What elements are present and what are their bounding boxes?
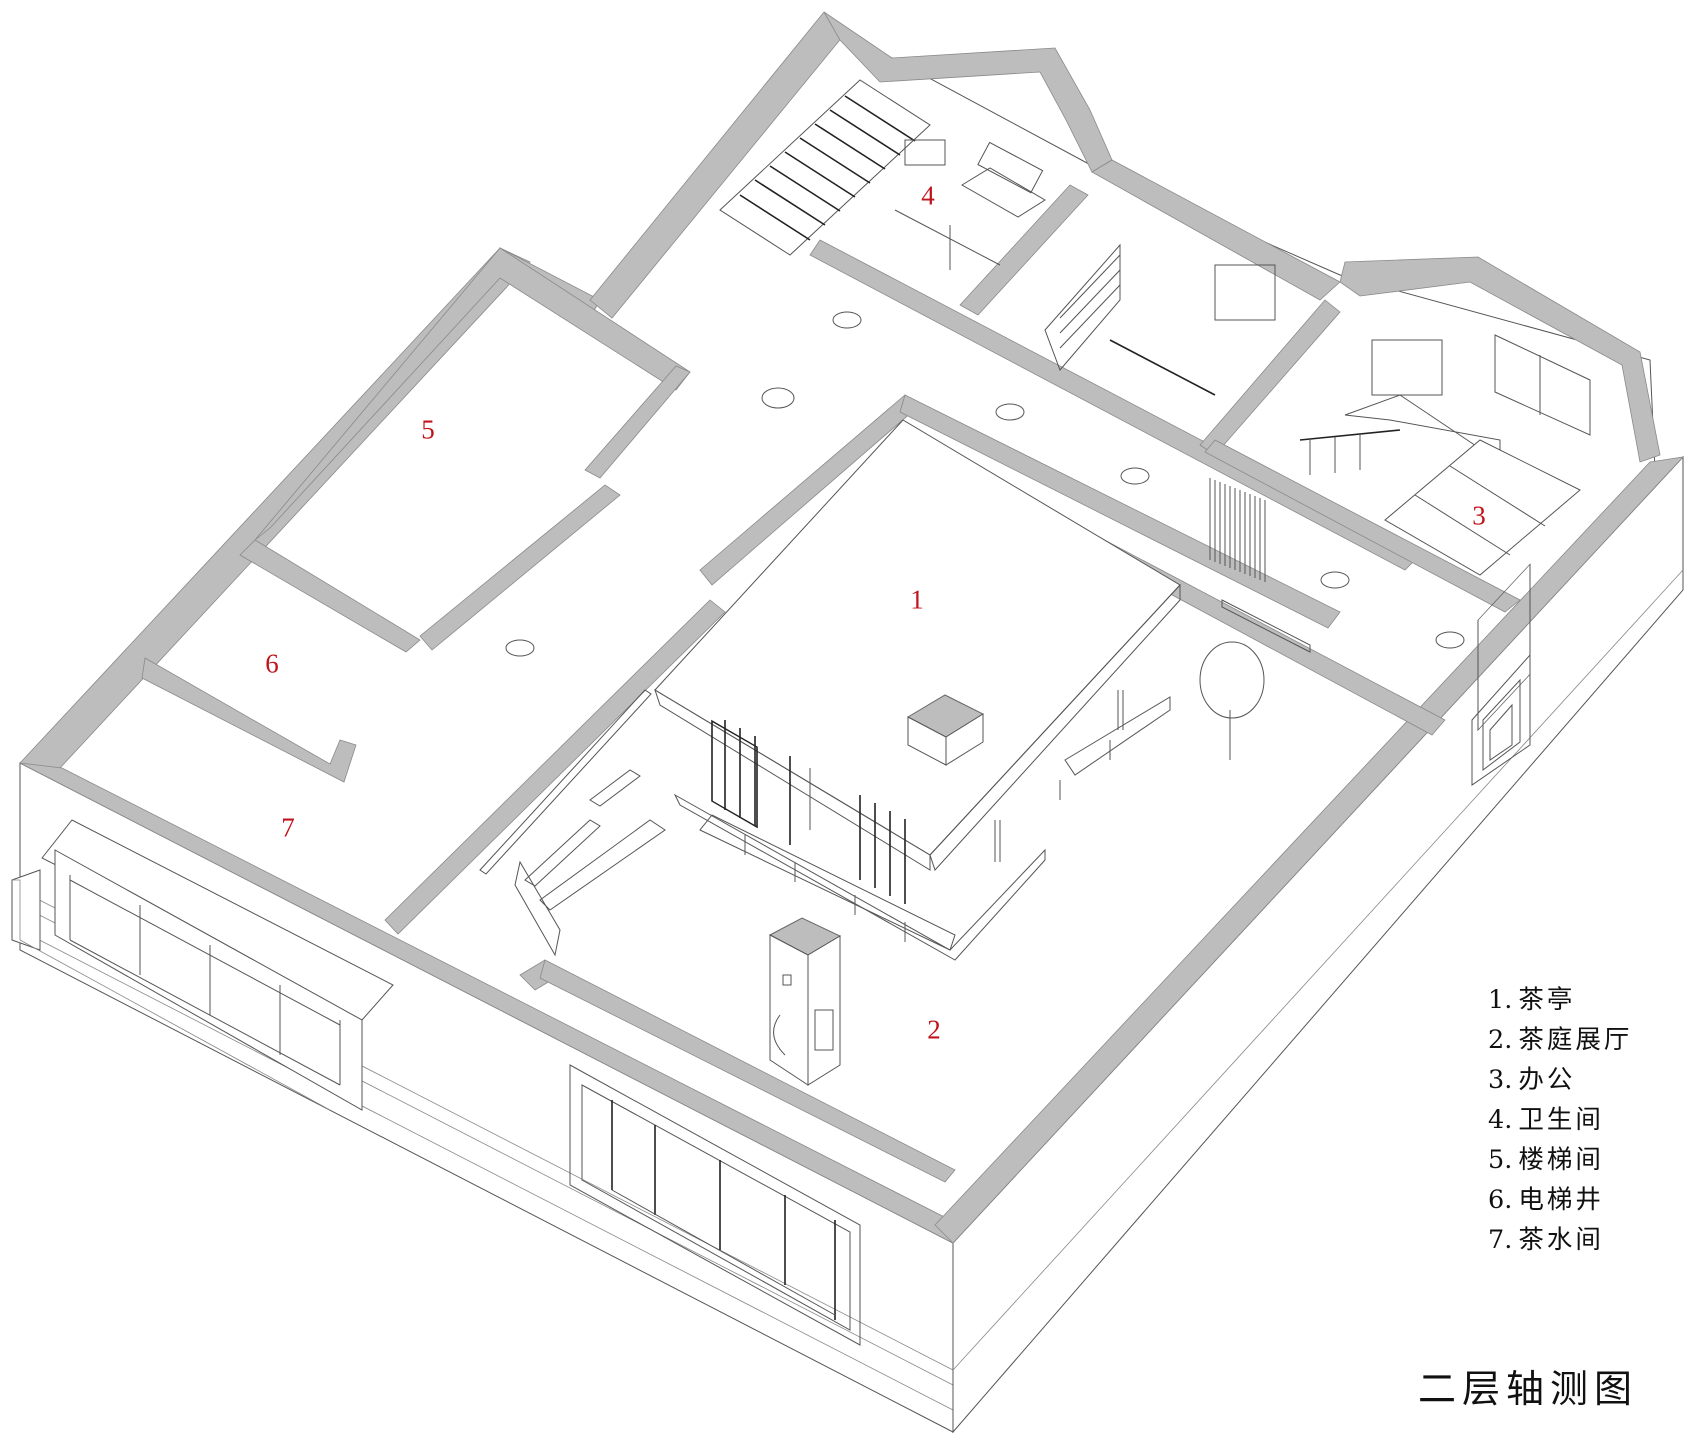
- room-label-office: 3: [1472, 500, 1486, 531]
- room-label-pantry: 7: [281, 812, 295, 843]
- legend-item: 7.茶水间: [1488, 1225, 1604, 1255]
- bay-window-west: [12, 819, 394, 1111]
- legend: 1.茶亭 2.茶庭展厅 3.办公 4.卫生间 5.楼梯间 6.电梯井 7.茶水间: [1488, 980, 1632, 1260]
- legend-item: 6.电梯井: [1488, 1185, 1604, 1215]
- legend-item: 4.卫生间: [1488, 1105, 1604, 1135]
- legend-item: 2.茶庭展厅: [1488, 1025, 1633, 1055]
- room-label-stairwell: 5: [421, 414, 435, 445]
- wc-fixtures: [894, 139, 1046, 270]
- legend-item: 5.楼梯间: [1488, 1145, 1604, 1175]
- drawing-title: 二层轴测图: [1418, 1367, 1639, 1411]
- room-label-restroom: 4: [921, 180, 935, 211]
- tea-pavilion: [654, 419, 1311, 961]
- stair-treads: [719, 79, 931, 256]
- room-label-tea-garden-hall: 2: [927, 1014, 941, 1045]
- room-label-elevator-shaft: 6: [265, 648, 279, 679]
- south-facade-window: [569, 1064, 861, 1346]
- legend-item: 3.办公: [1488, 1065, 1576, 1095]
- storage-shelves: [1044, 243, 1276, 396]
- east-facade-window: [1471, 653, 1531, 786]
- outer-walls: [19, 11, 1685, 1244]
- courtyard-fixtures: [514, 769, 666, 957]
- legend-item: 1.茶亭: [1488, 985, 1576, 1015]
- office-details: [1209, 334, 1591, 732]
- partition-walls: [141, 184, 1521, 1183]
- vent-grille: [479, 689, 652, 875]
- courtyard-sculpture: [768, 917, 842, 1086]
- room-label-tea-pavilion: 1: [910, 584, 924, 615]
- corridor-lights: [505, 311, 1465, 657]
